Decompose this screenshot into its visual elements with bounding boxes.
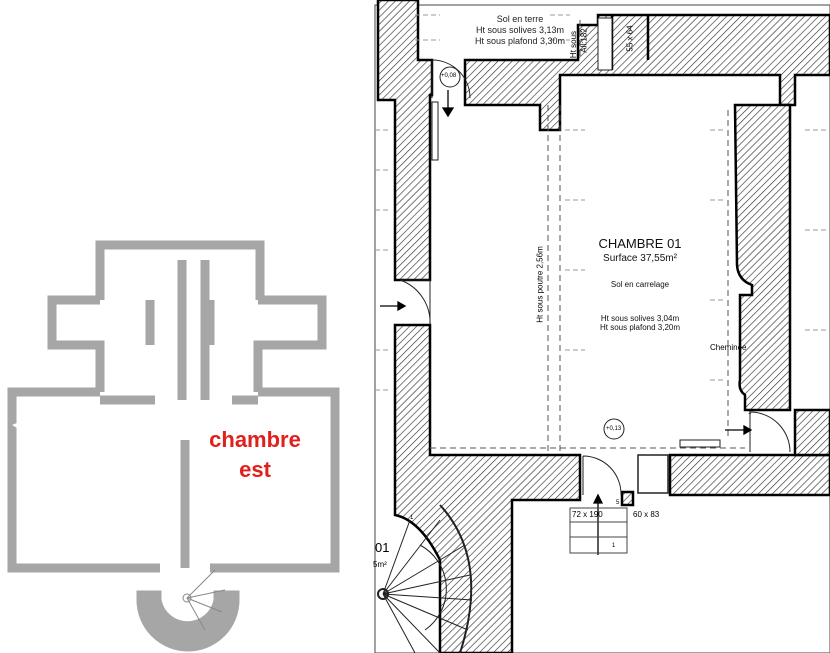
room-labels: CHAMBRE 01 Surface 37,55m² Sol en carrel… [575,236,705,332]
room-joist: Ht sous solives 3,04m [600,314,680,323]
right-floor-plan [374,0,830,653]
room-ceiling: Ht sous plafond 3,20m [599,323,681,332]
right-wing-walls [253,295,327,392]
left-floor-plan [7,240,340,652]
dashed-beams [430,20,745,455]
ht-sous-dim: Ht sous [569,30,579,59]
window-dimension: 60 x 83 [633,510,660,519]
opening-dim: 55 x 64 [625,25,635,52]
step-mark: 5 [616,500,620,506]
pillar [620,490,635,507]
room-label-line2: est [239,457,271,482]
joist-marks [375,14,830,391]
room-surface: Surface 37,55m² [603,253,677,264]
top-room-labels: Sol en terre Ht sous solives 3,13m Ht so… [440,14,600,47]
stair-spiral-left [182,569,226,631]
right-wall [733,103,792,412]
door-bottom [582,455,622,496]
stair-area-fragment: 5m² [373,560,387,569]
room-name: CHAMBRE 01 [598,236,682,251]
inner-wall-right [200,260,258,405]
step-mark: 1 [410,515,414,521]
top-room-ceiling: Ht sous plafond 3,30m [474,36,566,46]
top-wall [463,13,830,132]
door-marker [12,420,24,432]
doors [399,59,791,496]
door-top [431,59,471,99]
door-dimension: 72 x 190 [572,510,603,519]
stair-room-fragment: 01 [375,540,390,555]
top-room-joist: Ht sous solives 3,13m [475,25,565,35]
allege-dim: All:182 [579,28,589,53]
bottom-right-wall [668,453,830,497]
arrows [380,90,753,555]
window-box[interactable] [637,454,669,494]
door-right [749,411,791,453]
top-room-floor: Sol en terre [496,14,544,24]
room-floor: Sol en carrelage [610,280,670,289]
top-opening [597,17,613,71]
fireplace-label: Cheminée [710,343,747,352]
stair-tower [136,590,240,652]
spiral-stairs [377,504,473,653]
level-room-text: +0,13 [606,426,622,432]
level-marker-room [603,418,625,440]
room-label-left: chambre est [195,425,315,485]
step-mark: 1 [612,543,616,549]
lower-right-wall [793,408,830,457]
top-block-walls [95,240,265,300]
beam-height: Ht sous poutre 2,56m [535,246,545,323]
left-wing-walls [47,295,105,392]
room-label-line1: chambre [209,427,301,452]
straight-stairs [569,507,628,554]
left-wall-lower [393,323,582,653]
main-outer-walls [7,387,340,573]
door-left [399,279,431,326]
radiator [679,439,721,448]
level-top-text: +0,08 [441,73,457,79]
inner-wall-left [100,260,187,405]
level-marker-top [439,66,461,88]
step-mark: 1 [748,410,752,416]
